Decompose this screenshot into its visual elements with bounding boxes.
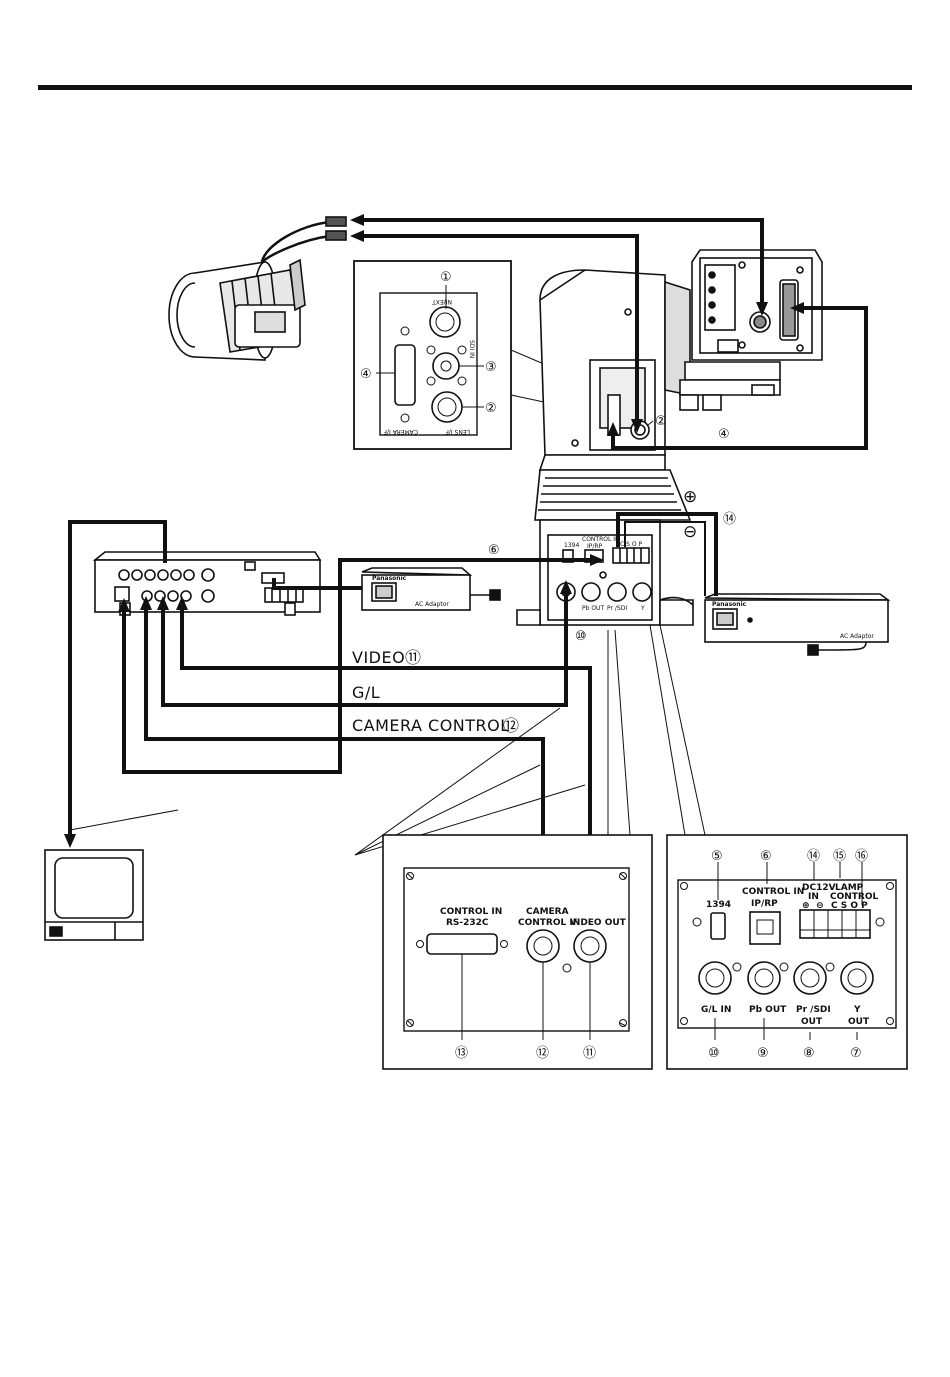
camera-label: CAMERA	[526, 907, 569, 917]
base-panel-inset: 1394 CONTROL IN IP/RP DC12V IN LAMP CONT…	[666, 834, 908, 1070]
callout-9: ⑨	[757, 1046, 769, 1061]
label-y: Y	[853, 1005, 861, 1015]
panasonic-label-right: Panasonic	[712, 601, 747, 608]
callout-6-head: ⑥	[488, 543, 500, 558]
sdi-in-label: SDI IN	[468, 340, 475, 358]
top-rule	[38, 85, 912, 90]
callout-7: ⑦	[850, 1046, 862, 1061]
camera-if-label: CAMERA I/F	[383, 428, 418, 435]
gl-cable-label: G/L	[352, 683, 380, 702]
camera-control-in-label: CONTROL IN	[518, 918, 580, 928]
callout-11: ⑪	[583, 1046, 596, 1061]
label-control: CONTROL	[830, 892, 879, 902]
label-pb-out: Pb OUT	[749, 1005, 787, 1015]
terminal-block	[799, 909, 871, 939]
ac-adaptor-label-left: AC Adaptor	[415, 601, 449, 608]
top-cables	[360, 218, 868, 450]
callout-16: ⑯	[855, 849, 868, 864]
callout-1: ①	[440, 270, 452, 285]
camera-control-cable-label: CAMERA CONTROL	[352, 716, 510, 735]
label-y-out: OUT	[848, 1017, 870, 1027]
lens-if-label: LENS I/F	[445, 428, 470, 435]
label-iprp: IP/RP	[751, 899, 778, 909]
video-cable-label: VIDEO	[352, 648, 405, 667]
callout-4: ④	[360, 367, 372, 382]
monitor	[44, 849, 144, 941]
rear-panel-inset: CONTROL IN RS-232C CAMERA CONTROL IN VID…	[382, 834, 653, 1070]
callout-14-head: ⑭	[723, 512, 736, 527]
callout-2: ②	[485, 401, 497, 416]
label-lamp: LAMP	[835, 883, 864, 893]
callout-2-head: ②	[655, 414, 667, 429]
callout-12: ⑫	[536, 1046, 549, 1061]
callout-8: ⑧	[803, 1046, 815, 1061]
label-gl-in: G/L IN	[701, 1005, 731, 1015]
head-pr-label: Pr /SDI	[607, 605, 627, 612]
rs232c-port	[426, 933, 498, 955]
callout-6: ⑥	[760, 849, 772, 864]
pan-tilt-head	[516, 269, 694, 626]
leader-lines	[354, 624, 706, 856]
callout-13: ⑬	[455, 1046, 468, 1061]
callout-10-head: ⑩	[575, 629, 587, 644]
ac-adaptor-right	[704, 593, 891, 656]
label-control-in: CONTROL IN	[742, 887, 804, 897]
label-1394: 1394	[706, 900, 731, 910]
head-1394-label: 1394	[564, 542, 579, 549]
head-pb-label: Pb OUT	[582, 605, 604, 612]
ac-adaptor-label-right: AC Adaptor	[840, 633, 874, 640]
panasonic-label-left: Panasonic	[372, 575, 407, 582]
callout-14: ⑭	[807, 849, 820, 864]
callout-15: ⑮	[833, 849, 846, 864]
label-dc12v: DC12V	[802, 883, 836, 893]
label-dc-in: IN	[808, 892, 819, 902]
label-csop: C S O P	[831, 901, 868, 911]
label-pr-out: OUT	[801, 1017, 823, 1027]
ni-ext-label: NI/EXT	[432, 298, 452, 305]
callout-4-head: ④	[718, 427, 730, 442]
callout-3: ③	[485, 360, 497, 375]
head-control-in-label: CONTROL IN	[582, 536, 619, 543]
lens-interface-inset: NI/EXT SDI IN LENS I/F CAMERA I/F ① ③ ② …	[353, 260, 512, 450]
head-y-label: Y	[640, 605, 645, 612]
control-in-label: CONTROL IN	[440, 907, 502, 917]
video-cable-num: ⑪	[405, 648, 422, 667]
zoom-lens	[168, 216, 347, 361]
port-1394	[710, 912, 726, 940]
camera-unit	[679, 249, 823, 411]
label-pr-sdi: Pr /SDI	[796, 1005, 831, 1015]
label-plus-terminal: ⊕	[802, 901, 810, 911]
middle-cables	[68, 512, 718, 860]
rs232c-label: RS-232C	[446, 918, 489, 928]
plus-sign: ⊕	[683, 487, 697, 507]
callout-5: ⑤	[711, 849, 723, 864]
arrowheads-top	[350, 214, 804, 436]
minus-sign: ⊖	[683, 522, 697, 542]
head-iprp-label: IP/RP	[587, 543, 603, 550]
video-out-label: VIDEO OUT	[570, 918, 627, 928]
controller-unit	[92, 551, 322, 616]
ac-adaptor-left	[361, 567, 501, 611]
label-minus-terminal: ⊖	[816, 901, 824, 911]
head-csop-label: C S O P	[620, 541, 642, 548]
callout-10: ⑩	[708, 1046, 720, 1061]
camera-control-cable-num: ⑫	[503, 716, 520, 735]
